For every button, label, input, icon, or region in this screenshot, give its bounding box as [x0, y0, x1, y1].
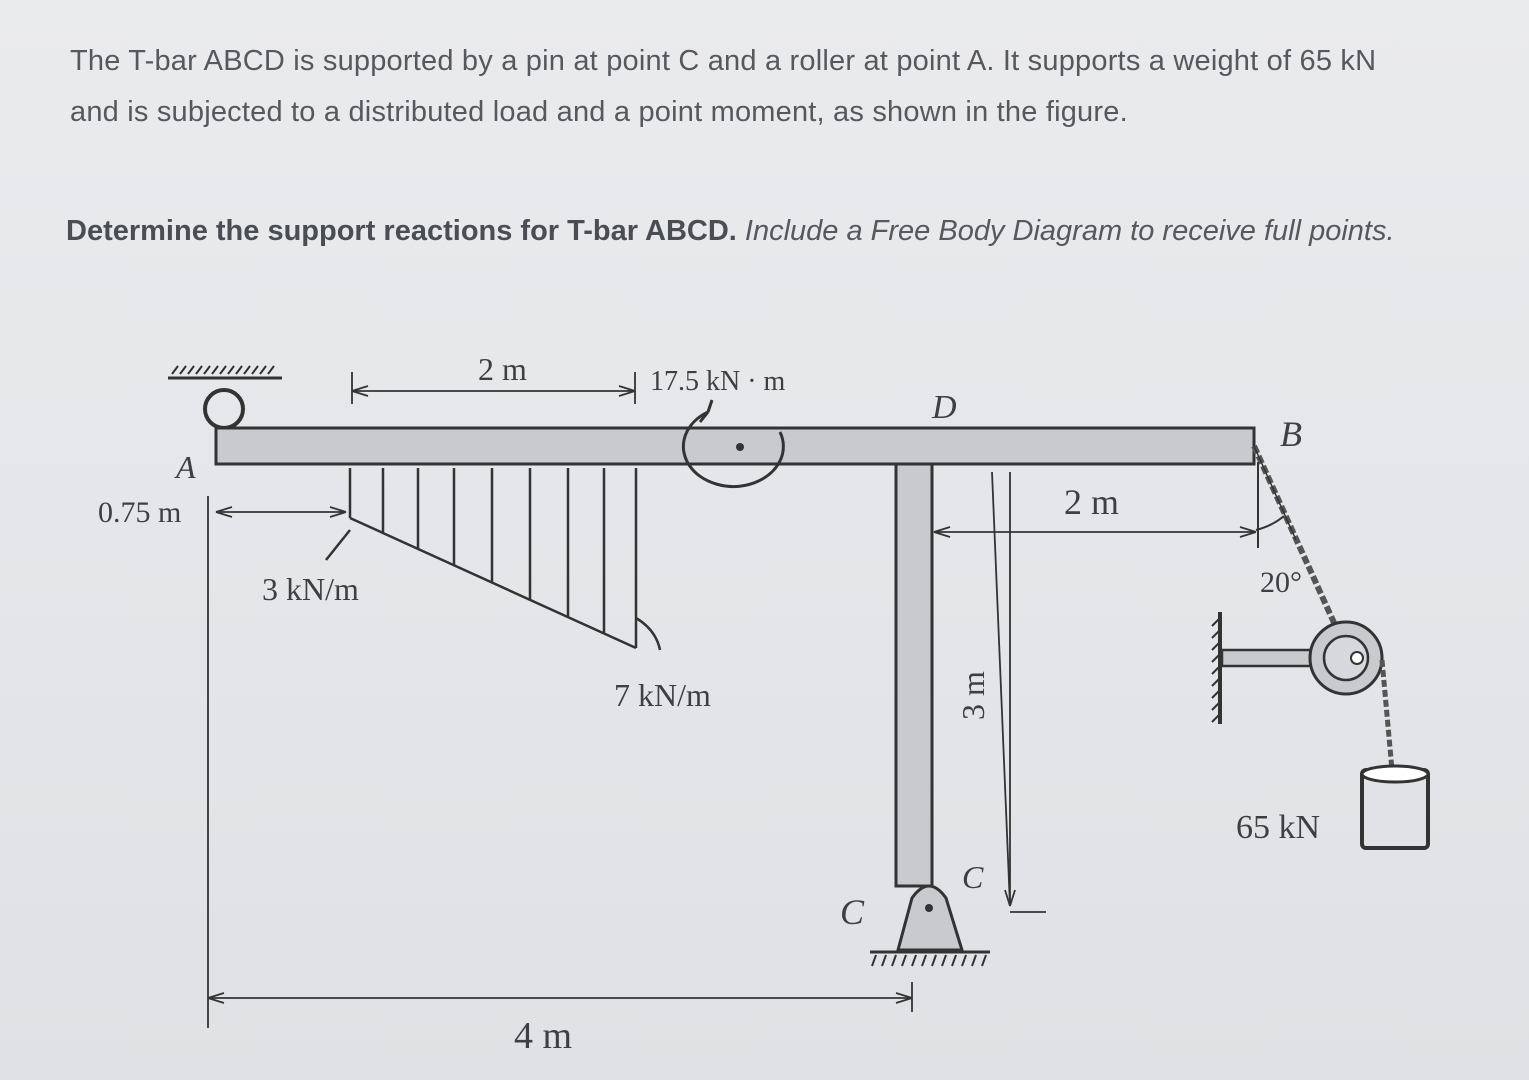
dim-2m-top: 2 m	[478, 351, 527, 387]
weight-label: 65 kN	[1236, 809, 1320, 846]
statement-text: The T-bar ABCD is supported by a pin at …	[70, 45, 1377, 128]
angle-label: 20°	[1260, 566, 1302, 599]
label-c-right: C	[962, 859, 984, 895]
pin-support-c	[870, 884, 990, 967]
dim-075m: 0.75 m	[98, 496, 181, 529]
bar-dc	[894, 462, 934, 888]
task-italic-text: Include a Free Body Diagram to receive f…	[744, 215, 1395, 247]
label-d: D	[931, 389, 957, 426]
task-paragraph: Determine the support reactions for T-ba…	[66, 204, 1446, 258]
load-end-label: 7 kN/m	[614, 677, 711, 713]
bar-ab	[214, 426, 1256, 466]
distributed-load	[325, 468, 662, 651]
problem-statement: The T-bar ABCD is supported by a pin at …	[70, 36, 1430, 138]
cable-pulley-weight	[1211, 444, 1430, 850]
label-a: A	[174, 449, 196, 485]
load-start-label: 3 kN/m	[262, 571, 359, 607]
dim-3m: 3 m	[955, 671, 991, 720]
dim-2m-right: 2 m	[1064, 482, 1119, 522]
point-moment	[681, 399, 785, 488]
task-bold-text: Determine the support reactions for T-ba…	[66, 215, 737, 247]
dimension-lines	[207, 372, 1257, 1028]
dim-4m: 4 m	[514, 1015, 572, 1057]
label-b: B	[1280, 414, 1302, 454]
moment-label: 17.5 kN · m	[650, 366, 786, 397]
roller-support-a	[168, 365, 282, 430]
label-c-left: C	[840, 892, 865, 932]
